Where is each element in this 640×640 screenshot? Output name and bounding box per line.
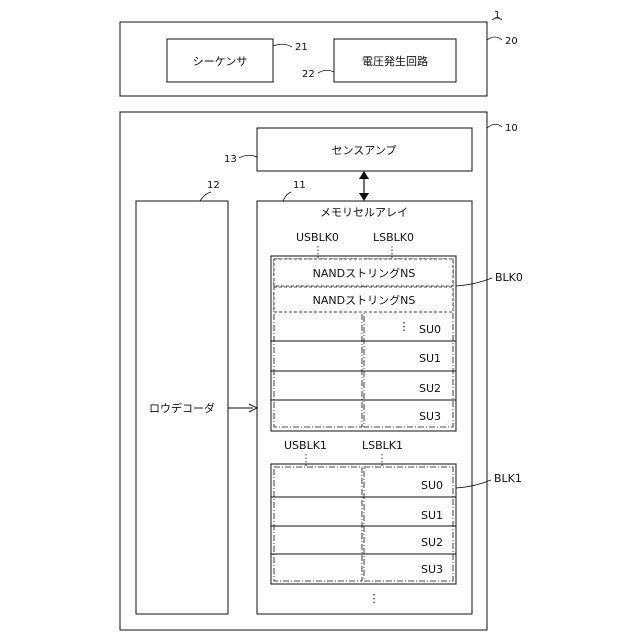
block-blk1: USBLK1 LSBLK1 SU0 SU1 SU2 SU3 BLK1 <box>271 439 522 584</box>
blk1-su1: SU1 <box>421 509 443 522</box>
blk0-upper-sub-block-label: USBLK0 <box>296 231 339 244</box>
sequencer-ref: 21 <box>295 42 308 53</box>
blk0-su0: SU0 <box>419 323 441 336</box>
blk0-ellipsis: ⋮ <box>399 320 410 333</box>
blk0-nand-string-1-label: NANDストリングNS <box>313 266 416 280</box>
sequencer-label: シーケンサ <box>193 55 248 68</box>
blk0-nand-string-2-label: NANDストリングNS <box>313 293 416 307</box>
row-decoder-box: ロウデコーダ 12 <box>136 180 228 614</box>
voltage-generator-box: 電圧発生回路 22 <box>302 39 456 82</box>
blk1-su2: SU2 <box>421 536 443 549</box>
sequencer-box: シーケンサ 21 <box>167 39 308 82</box>
sense-amp-label: センスアンプ <box>331 144 396 157</box>
memory-device-block: 10 センスアンプ 13 ロウデコーダ 12 <box>120 112 523 630</box>
sense-amp-box: センスアンプ 13 <box>224 128 472 171</box>
row-decoder-ref: 12 <box>207 180 220 191</box>
sense-amp-ref: 13 <box>224 154 237 165</box>
sense-amp-array-arrow <box>359 171 369 201</box>
voltage-generator-label: 電圧発生回路 <box>362 54 428 68</box>
memory-device-ref: 10 <box>505 123 518 134</box>
blk0-su2: SU2 <box>419 382 441 395</box>
blk1-name: BLK1 <box>494 472 522 485</box>
blk0-lower-sub-block-label: LSBLK0 <box>373 231 414 244</box>
figure-number: 1 <box>494 10 500 21</box>
blk1-lower-sub-block-label: LSBLK1 <box>362 439 403 452</box>
block-blk0: USBLK0 LSBLK0 NANDストリングNS NANDストリングNS ⋮ … <box>271 231 523 431</box>
blk0-su1: SU1 <box>419 352 441 365</box>
blk1-su0: SU0 <box>421 479 443 492</box>
memory-array-ref: 11 <box>293 180 306 191</box>
controller-block: 20 シーケンサ 21 電圧発生回路 22 <box>120 22 518 96</box>
blk0-su3: SU3 <box>419 410 441 423</box>
blk1-su3: SU3 <box>421 563 443 576</box>
memory-array-label: メモリセルアレイ <box>320 206 408 219</box>
blk0-name: BLK0 <box>495 271 523 284</box>
more-blocks-ellipsis: ⋮ <box>369 592 380 605</box>
blk1-upper-sub-block-label: USBLK1 <box>284 439 327 452</box>
controller-ref: 20 <box>505 36 518 47</box>
voltage-generator-ref: 22 <box>302 69 315 80</box>
row-decoder-label: ロウデコーダ <box>149 401 215 415</box>
decoder-array-arrow <box>228 404 257 412</box>
